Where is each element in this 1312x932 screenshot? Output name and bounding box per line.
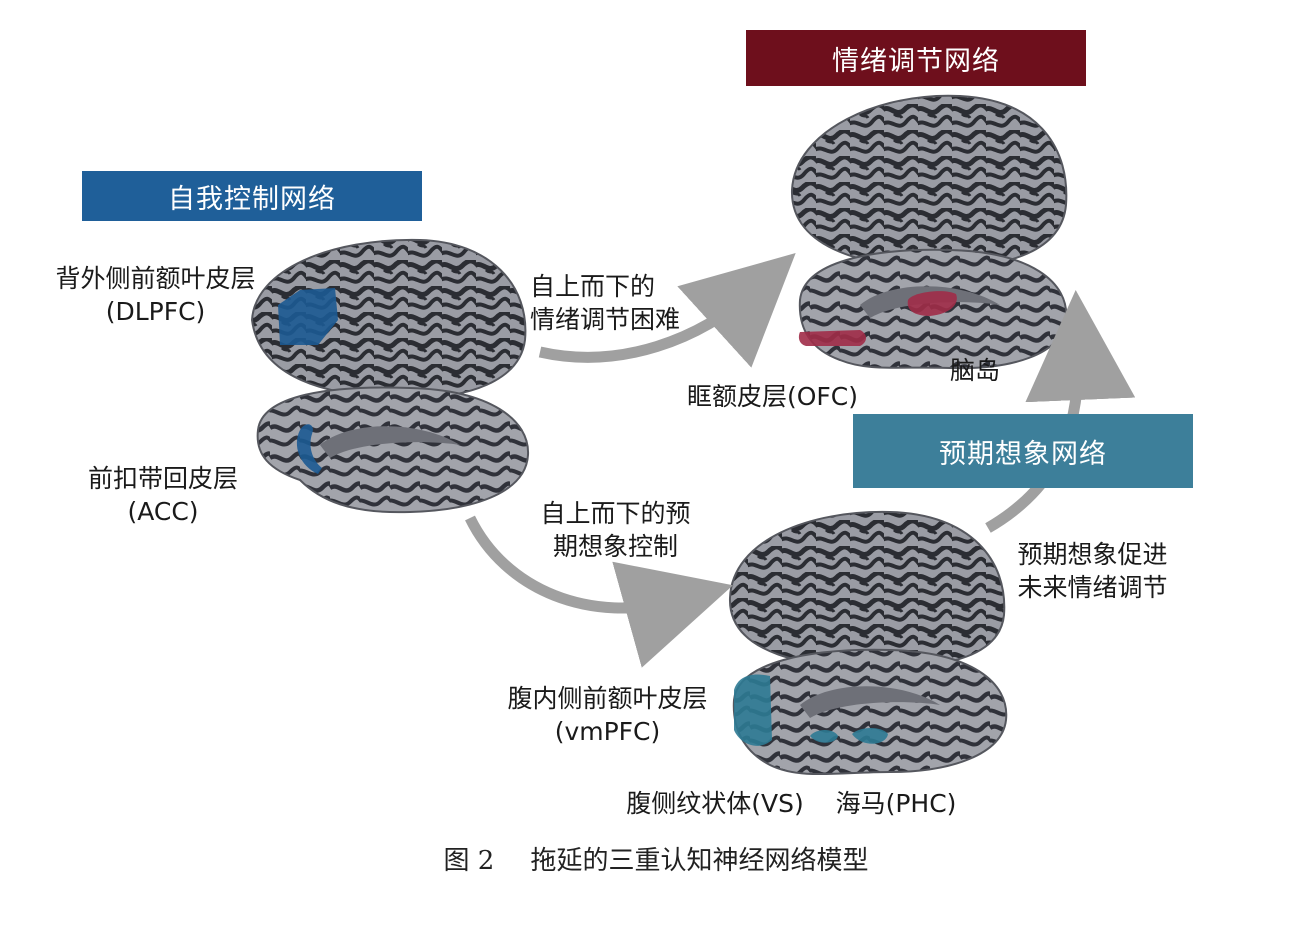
arrow-top [538,253,796,368]
brain-lateral-view [728,510,1006,670]
phc-highlight [852,728,888,744]
brain-medial-view [256,386,530,514]
vmpfc-label-abbr: (vmPFC) [554,717,661,746]
corpus-callosum [800,686,940,718]
arrow-bottom [465,515,734,668]
insula-label: 脑岛 [949,356,1000,385]
dlpfc-highlight [278,288,338,345]
vmpfc-label-name: 腹内侧前额叶皮层 [507,684,708,713]
arrow-right-label-line1: 预期想象促进 [1017,540,1168,569]
arrow-right-label-line2: 未来情绪调节 [1017,573,1168,602]
figure-title: 拖延的三重认知神经网络模型 [530,846,869,876]
emotion-regulation-network-banner: 情绪调节网络 [746,30,1086,86]
brain-prospection [728,510,1008,776]
vmpfc-highlight [734,674,772,746]
brain-emotion-regulation [790,94,1068,370]
arrow-right-label: 预期想象促进 未来情绪调节 [1010,538,1175,604]
acc-label-abbr: (ACC) [127,497,199,526]
brain-lateral-view [790,94,1068,270]
arrow-top-label: 自上而下的 情绪调节困难 [530,270,705,336]
prospection-network-banner: 预期想象网络 [853,414,1193,488]
corpus-callosum [320,426,460,458]
acc-label-name: 前扣带回皮层 [87,464,238,493]
acc-highlight [296,424,322,474]
arrow-bottom-label-line2: 期想象控制 [552,532,678,561]
figure-number: 图 2 [443,846,495,876]
self-control-network-banner: 自我控制网络 [82,171,422,221]
figure-caption: 图 2 拖延的三重认知神经网络模型 [0,840,1312,877]
brain-self-control [250,238,530,514]
vmpfc-label: 腹内侧前额叶皮层 (vmPFC) [500,682,715,748]
acc-label: 前扣带回皮层 (ACC) [78,462,248,528]
phc-label: 海马(PHC) [835,789,957,818]
ofc-highlight [798,330,866,346]
brain-medial-view [732,648,1008,776]
dlpfc-label: 背外侧前额叶皮层 (DLPFC) [48,262,263,328]
insula-highlight [907,291,957,316]
dlpfc-label-abbr: (DLPFC) [105,297,206,326]
dlpfc-label-name: 背外侧前额叶皮层 [55,264,256,293]
arrow-top-label-line2: 情绪调节困难 [530,305,681,334]
vs-highlight [810,730,838,743]
ofc-label: 眶额皮层(OFC) [686,382,859,411]
arrow-bottom-label: 自上而下的预 期想象控制 [528,497,703,563]
arrow-top-label-line1: 自上而下的 [530,272,656,301]
arrow-bottom-label-line1: 自上而下的预 [540,499,691,528]
vs-label: 腹侧纹状体(VS) [626,789,804,818]
